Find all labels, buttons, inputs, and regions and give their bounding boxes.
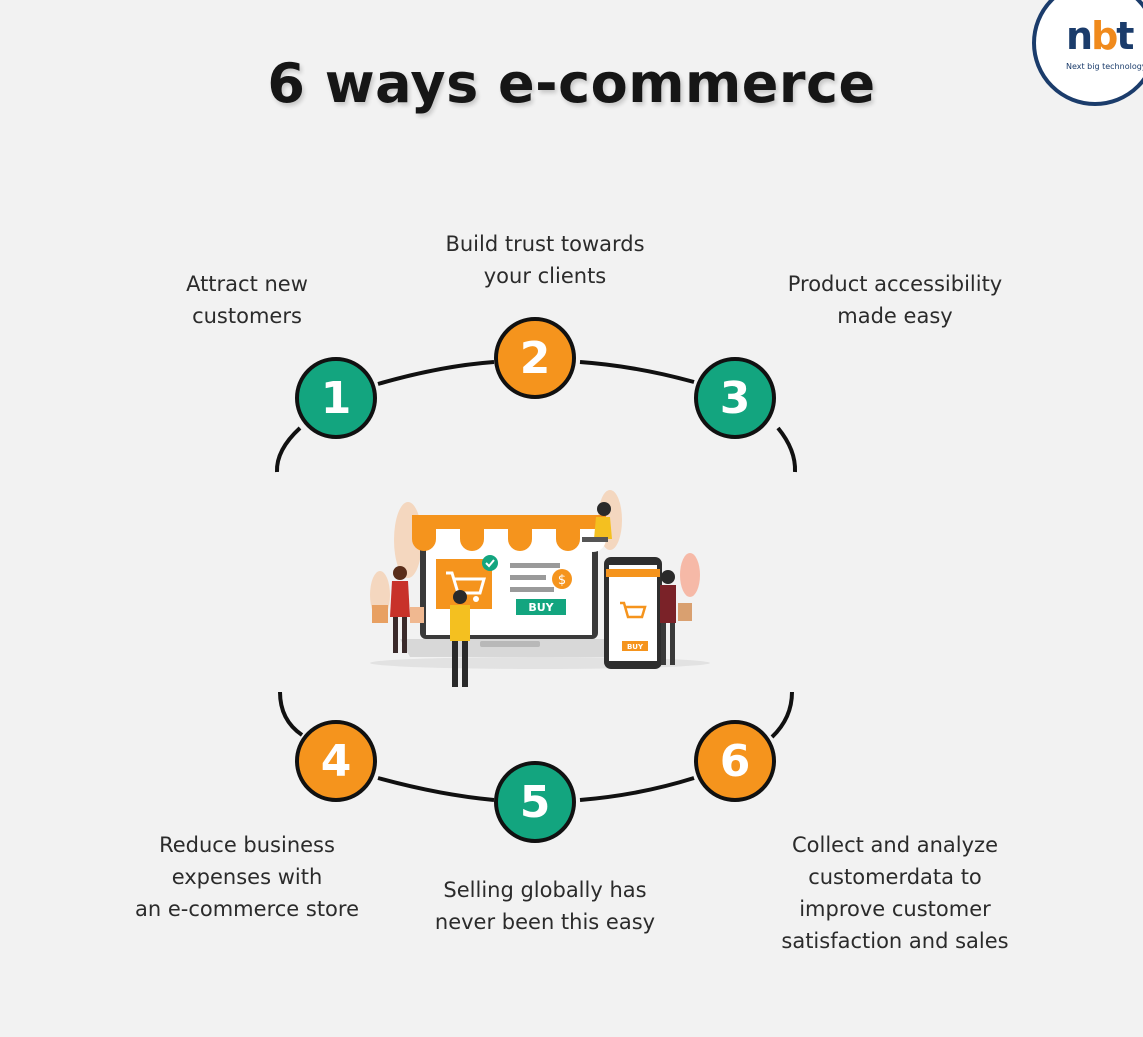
arc-1-2 — [377, 360, 495, 386]
shopper-woman-icon — [372, 566, 424, 653]
step-3-label: Product accessibility made easy — [787, 272, 1003, 328]
arc-3-down — [776, 426, 798, 473]
arc-2-3 — [579, 360, 695, 384]
arc-1-down — [274, 426, 302, 473]
step-6-label: Collect and analyze customerdata to impr… — [781, 833, 1009, 953]
logo-mark: nbt — [1066, 14, 1134, 58]
step-6-circle: 6 — [694, 720, 776, 802]
svg-text:$: $ — [558, 573, 566, 588]
step-5-label: Selling globally has never been this eas… — [434, 878, 656, 934]
arc-6-up — [770, 691, 794, 739]
shopper-phone-man-icon — [660, 570, 692, 665]
step-2-label: Build trust towards your clients — [445, 232, 645, 288]
awning-icon — [412, 515, 606, 552]
step-1-circle: 1 — [295, 357, 377, 439]
dollar-icon — [552, 569, 572, 589]
brand-logo: nbt Next big technology — [1032, 0, 1143, 106]
page-title: 6 ways e-commerce — [267, 52, 876, 115]
step-4-circle: 4 — [295, 720, 377, 802]
step-4-label: Reduce business expenses with an e-comme… — [134, 833, 359, 921]
leaf-decoration-icon — [680, 553, 700, 597]
step-1-label: Attract new customers — [186, 272, 308, 328]
arc-4-up — [278, 691, 304, 737]
logo-tagline: Next big technology — [1066, 62, 1143, 71]
shopper-sitting-woman-icon — [582, 502, 612, 542]
online-store-laptop-icon: $ BUY BUY — [370, 490, 710, 687]
svg-text:BUY: BUY — [627, 643, 644, 651]
arc-4-5 — [377, 776, 495, 802]
arc-5-6 — [579, 776, 695, 802]
svg-text:BUY: BUY — [528, 601, 554, 614]
step-5-circle: 5 — [494, 761, 576, 843]
check-icon — [482, 555, 498, 571]
shopper-man-icon — [450, 590, 470, 687]
step-3-circle: 3 — [694, 357, 776, 439]
buy-button-graphic — [516, 599, 566, 615]
step-2-circle: 2 — [494, 317, 576, 399]
